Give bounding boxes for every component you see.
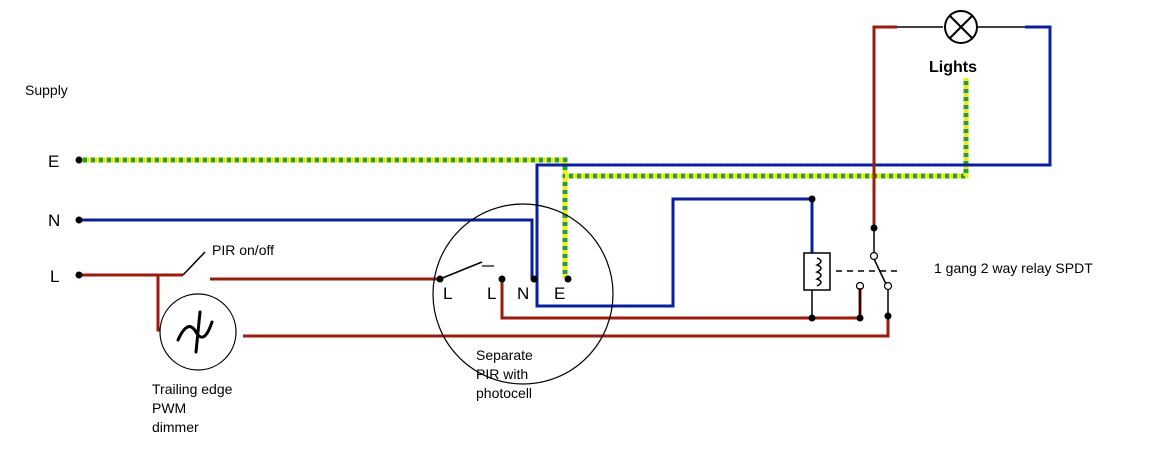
pir-term-l: L [443, 284, 452, 303]
pir-term-n-dot [530, 275, 538, 283]
supply-line-label: L [50, 267, 59, 286]
dimmer-label-2: PWM [152, 400, 186, 416]
relay-label: 1 gang 2 way relay SPDT [934, 260, 1093, 276]
supply-earth-label: E [48, 152, 59, 171]
live-wire-dimmer-out [243, 316, 890, 338]
pir-term-l-dot [436, 275, 444, 283]
earth-wire-lights-stripe [565, 78, 969, 179]
dimmer: Trailing edge PWM dimmer [152, 293, 237, 435]
pir-onoff-switch: PIR on/off [158, 242, 274, 281]
neutral-wire-supply [79, 218, 534, 278]
earth-wire-supply-stripe [79, 157, 568, 278]
pir-term-n: N [517, 284, 529, 303]
earth-wire-lights [565, 78, 969, 179]
pir-onoff-label: PIR on/off [212, 242, 274, 258]
pir-term-e-dot [564, 275, 572, 283]
relay-contact-arm [873, 258, 887, 285]
supply: Supply E N L [25, 82, 83, 286]
pir-label-1: Separate [476, 347, 533, 363]
pir-term-e: E [554, 284, 565, 303]
dimmer-label-1: Trailing edge [152, 381, 233, 397]
supply-neutral-dot [75, 216, 83, 224]
pir-label-2: PIR with [476, 366, 528, 382]
pir-circle [432, 203, 614, 385]
relay-coil-icon [815, 257, 822, 287]
earth-wires [79, 78, 969, 278]
pir-term-lout: L [487, 284, 496, 303]
neutral-wires [79, 25, 1052, 308]
lights: Lights [897, 10, 1025, 76]
separate-pir: L L N E Separate PIR with photocell [432, 203, 614, 401]
supply-neutral-label: N [48, 211, 60, 230]
dimmer-knob-icon [176, 310, 214, 354]
supply-line-dot [75, 271, 83, 279]
dimmer-label-3: dimmer [152, 419, 199, 435]
pir-term-lout-dot [498, 275, 506, 283]
lights-label: Lights [929, 59, 977, 76]
supply-label: Supply [25, 82, 68, 98]
relay: 1 gang 2 way relay SPDT [803, 195, 1093, 322]
neutral-wire-relay-coil [535, 197, 814, 308]
pir-label-3: photocell [476, 385, 532, 401]
neutral-wire-lights [535, 25, 1052, 278]
pir-switch-contact [439, 261, 483, 280]
supply-earth-dot [75, 156, 83, 164]
live-wire-lights [872, 25, 897, 228]
